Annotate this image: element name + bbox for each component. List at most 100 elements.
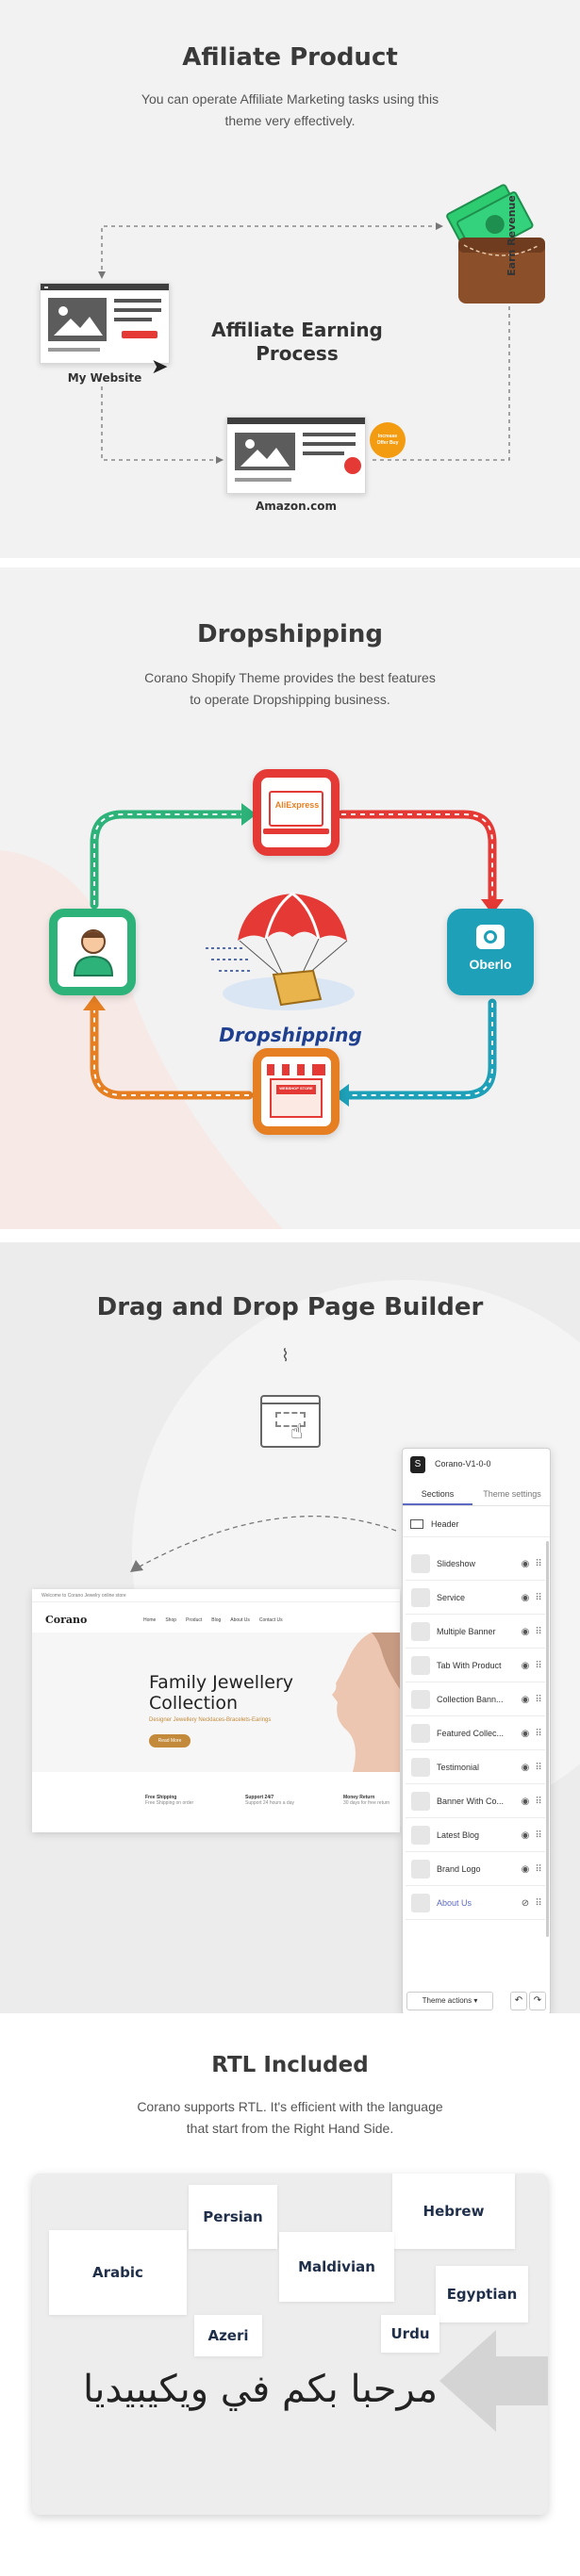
wallet-money-icon [443,179,556,320]
feature-title: Support 24/7 [245,1795,274,1800]
amazon-mockup [226,417,366,494]
offer-badge-line-2: Offer Buy [376,440,399,446]
section-brand-logo[interactable]: Brand Logo ◉ ⠿ [406,1853,545,1886]
section-thumb [411,1554,430,1573]
lang-egyptian: Egyptian [436,2266,528,2322]
aliexpress-tile: AliExpress [253,769,340,856]
section-thumb [411,1588,430,1607]
builder-title: Drag and Drop Page Builder [96,1293,484,1321]
drag-handle-icon[interactable]: ⠿ [535,1660,542,1671]
section-thumb [411,1860,430,1879]
dropshipping-section: Dropshipping Corano Shopify Theme provid… [0,567,580,1229]
eye-icon[interactable]: ◉ [521,1592,530,1603]
drag-handle-icon[interactable]: ⠿ [535,1592,542,1603]
cursor-icon: ➤ [151,354,169,378]
nav-shop[interactable]: Shop [165,1617,177,1623]
hero-read-more-button[interactable]: Read More [149,1734,191,1747]
aliexpress-label: AliExpress [274,800,320,810]
feature-money-return: Money Return 30 days for free return [343,1795,389,1806]
language-board: Persian Hebrew Arabic Maldivian Egyptian… [32,2174,548,2515]
my-website-label: My Website [67,371,142,385]
amazon-label: Amazon.com [255,500,338,513]
section-featured-collection[interactable]: Featured Collec... ◉ ⠿ [406,1717,545,1750]
rtl-desc-2: that start from the Right Hand Side. [186,2121,394,2136]
nav-about[interactable]: About Us [230,1617,250,1623]
eye-hidden-icon[interactable]: ⊘ [521,1897,530,1909]
lang-maldivian: Maldivian [279,2232,394,2302]
drag-handle-icon[interactable]: ⠿ [535,1897,542,1909]
eye-icon[interactable]: ◉ [521,1626,530,1637]
dropshipping-desc-1: Corano Shopify Theme provides the best f… [144,670,436,685]
tab-sections[interactable]: Sections [403,1485,472,1505]
section-banner-with-content[interactable]: Banner With Co...◉⠿ [406,1785,545,1818]
feature-sub: 30 days for free return [343,1800,390,1806]
process-title-2: Process [256,342,339,365]
drag-handle-icon[interactable]: ⠿ [535,1796,542,1807]
image-placeholder-icon [48,298,107,341]
section-testimonial[interactable]: Testimonial◉⠿ [406,1751,545,1784]
drag-handle-icon[interactable]: ⠿ [535,1694,542,1705]
eye-icon[interactable]: ◉ [521,1829,530,1841]
nav-home[interactable]: Home [143,1617,157,1623]
section-tab-with-product[interactable]: Tab With Product ◉ ⠿ [406,1649,545,1682]
squiggle-arrow-icon: ⌇ [281,1346,290,1365]
eye-icon[interactable]: ◉ [521,1762,530,1773]
section-service[interactable]: Service ◉ ⠿ [406,1582,545,1615]
section-label: Service [437,1593,466,1602]
section-header[interactable]: Header [403,1511,550,1537]
offer-badge: Increase Offer Buy [370,422,406,458]
eye-icon[interactable]: ◉ [521,1660,530,1671]
eye-icon[interactable]: ◉ [521,1694,530,1705]
user-avatar-icon [342,455,363,476]
header-icon [410,1518,423,1529]
tab-theme-settings[interactable]: Theme settings [483,1489,541,1499]
eye-icon[interactable]: ◉ [521,1863,530,1875]
feature-support: Support 24/7 Support 24 hours a day [245,1795,294,1806]
dropshipping-title: Dropshipping [196,620,384,648]
drag-handle-icon[interactable]: ⠿ [535,1762,542,1773]
nav-product[interactable]: Product [186,1617,203,1623]
section-label: Tab With Product [437,1661,502,1670]
theme-actions-label: Theme actions [422,1996,472,2005]
offer-badge-line-1: Increase [377,434,398,439]
section-thumb [411,1622,430,1641]
store-awning-icon [267,1064,325,1124]
eye-icon[interactable]: ◉ [521,1728,530,1739]
feature-title: Money Return [343,1795,375,1800]
nav-contact[interactable]: Contact Us [258,1617,283,1623]
section-thumb [411,1792,430,1811]
section-label: Brand Logo [437,1864,481,1874]
shopify-icon: S [410,1456,425,1473]
drag-handle-icon[interactable]: ⠿ [535,1558,542,1569]
nav-blog[interactable]: Blog [211,1617,222,1623]
feature-free-shipping: Free Shipping Free Shipping on order [145,1795,193,1806]
drag-handle-icon[interactable]: ⠿ [535,1829,542,1841]
sidebar-scrollbar[interactable] [546,1541,549,1937]
section-slideshow[interactable]: Slideshow◉⠿ [406,1548,545,1581]
section-latest-blog[interactable]: Latest Blog ◉ ⠿ [406,1819,545,1852]
theme-name: Corano-V1-0-0 [435,1459,491,1468]
drag-path-arrow [130,1516,397,1572]
eye-icon[interactable]: ◉ [521,1558,530,1569]
dropshipping-cycle-arrows [83,803,504,1107]
section-collection-banner[interactable]: Collection Bann...◉⠿ [406,1683,545,1716]
section-multiple-banner[interactable]: Multiple Banner ◉ ⠿ [406,1616,545,1649]
drag-handle-icon[interactable]: ⠿ [535,1863,542,1875]
section-thumb [411,1690,430,1709]
my-website-mockup [40,283,170,364]
store-sign-label: WEBSHOP STORE [279,1086,313,1091]
theme-actions-button[interactable]: Theme actions ▾ [406,1992,493,2010]
eye-icon[interactable]: ◉ [521,1796,530,1807]
drag-handle-icon[interactable]: ⠿ [535,1728,542,1739]
section-label: Multiple Banner [437,1627,496,1636]
section-label: Latest Blog [437,1830,480,1840]
section-thumb [411,1724,430,1743]
section-about-us[interactable]: About Us⊘⠿ [406,1887,545,1920]
store-tile: WEBSHOP STORE [253,1048,340,1135]
redo-icon[interactable]: ↷ [529,1992,546,2010]
dropshipping-center-label: Dropshipping [219,1024,362,1046]
drag-handle-icon[interactable]: ⠿ [535,1626,542,1637]
lang-hebrew: Hebrew [392,2174,515,2249]
undo-icon[interactable]: ↶ [510,1992,527,2010]
section-label: Featured Collec... [437,1729,505,1738]
